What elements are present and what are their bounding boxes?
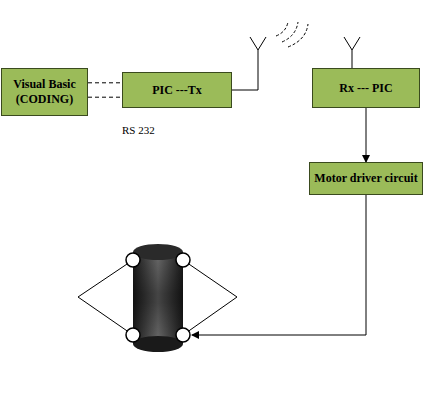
box-text: Motor driver circuit <box>314 171 417 186</box>
bus-label: RS 232 <box>122 124 155 136</box>
receiver-box: Rx --- PIC <box>312 68 420 108</box>
transmitter-box: PIC ---Tx <box>122 72 232 108</box>
box-text: (CODING) <box>16 92 73 107</box>
software-box: Visual Basic(CODING) <box>1 68 88 116</box>
wireless-waves <box>276 22 308 47</box>
rx-antenna <box>344 37 360 68</box>
tx-antenna <box>232 37 266 90</box>
box-text: Visual Basic <box>13 77 76 92</box>
robot <box>78 244 237 352</box>
motor-wire <box>192 195 366 335</box>
connector <box>88 83 122 97</box>
connector <box>366 108 367 162</box>
driver-box: Motor driver circuit <box>309 162 423 195</box>
box-text: Rx --- PIC <box>339 81 392 96</box>
box-text: PIC ---Tx <box>152 83 202 98</box>
